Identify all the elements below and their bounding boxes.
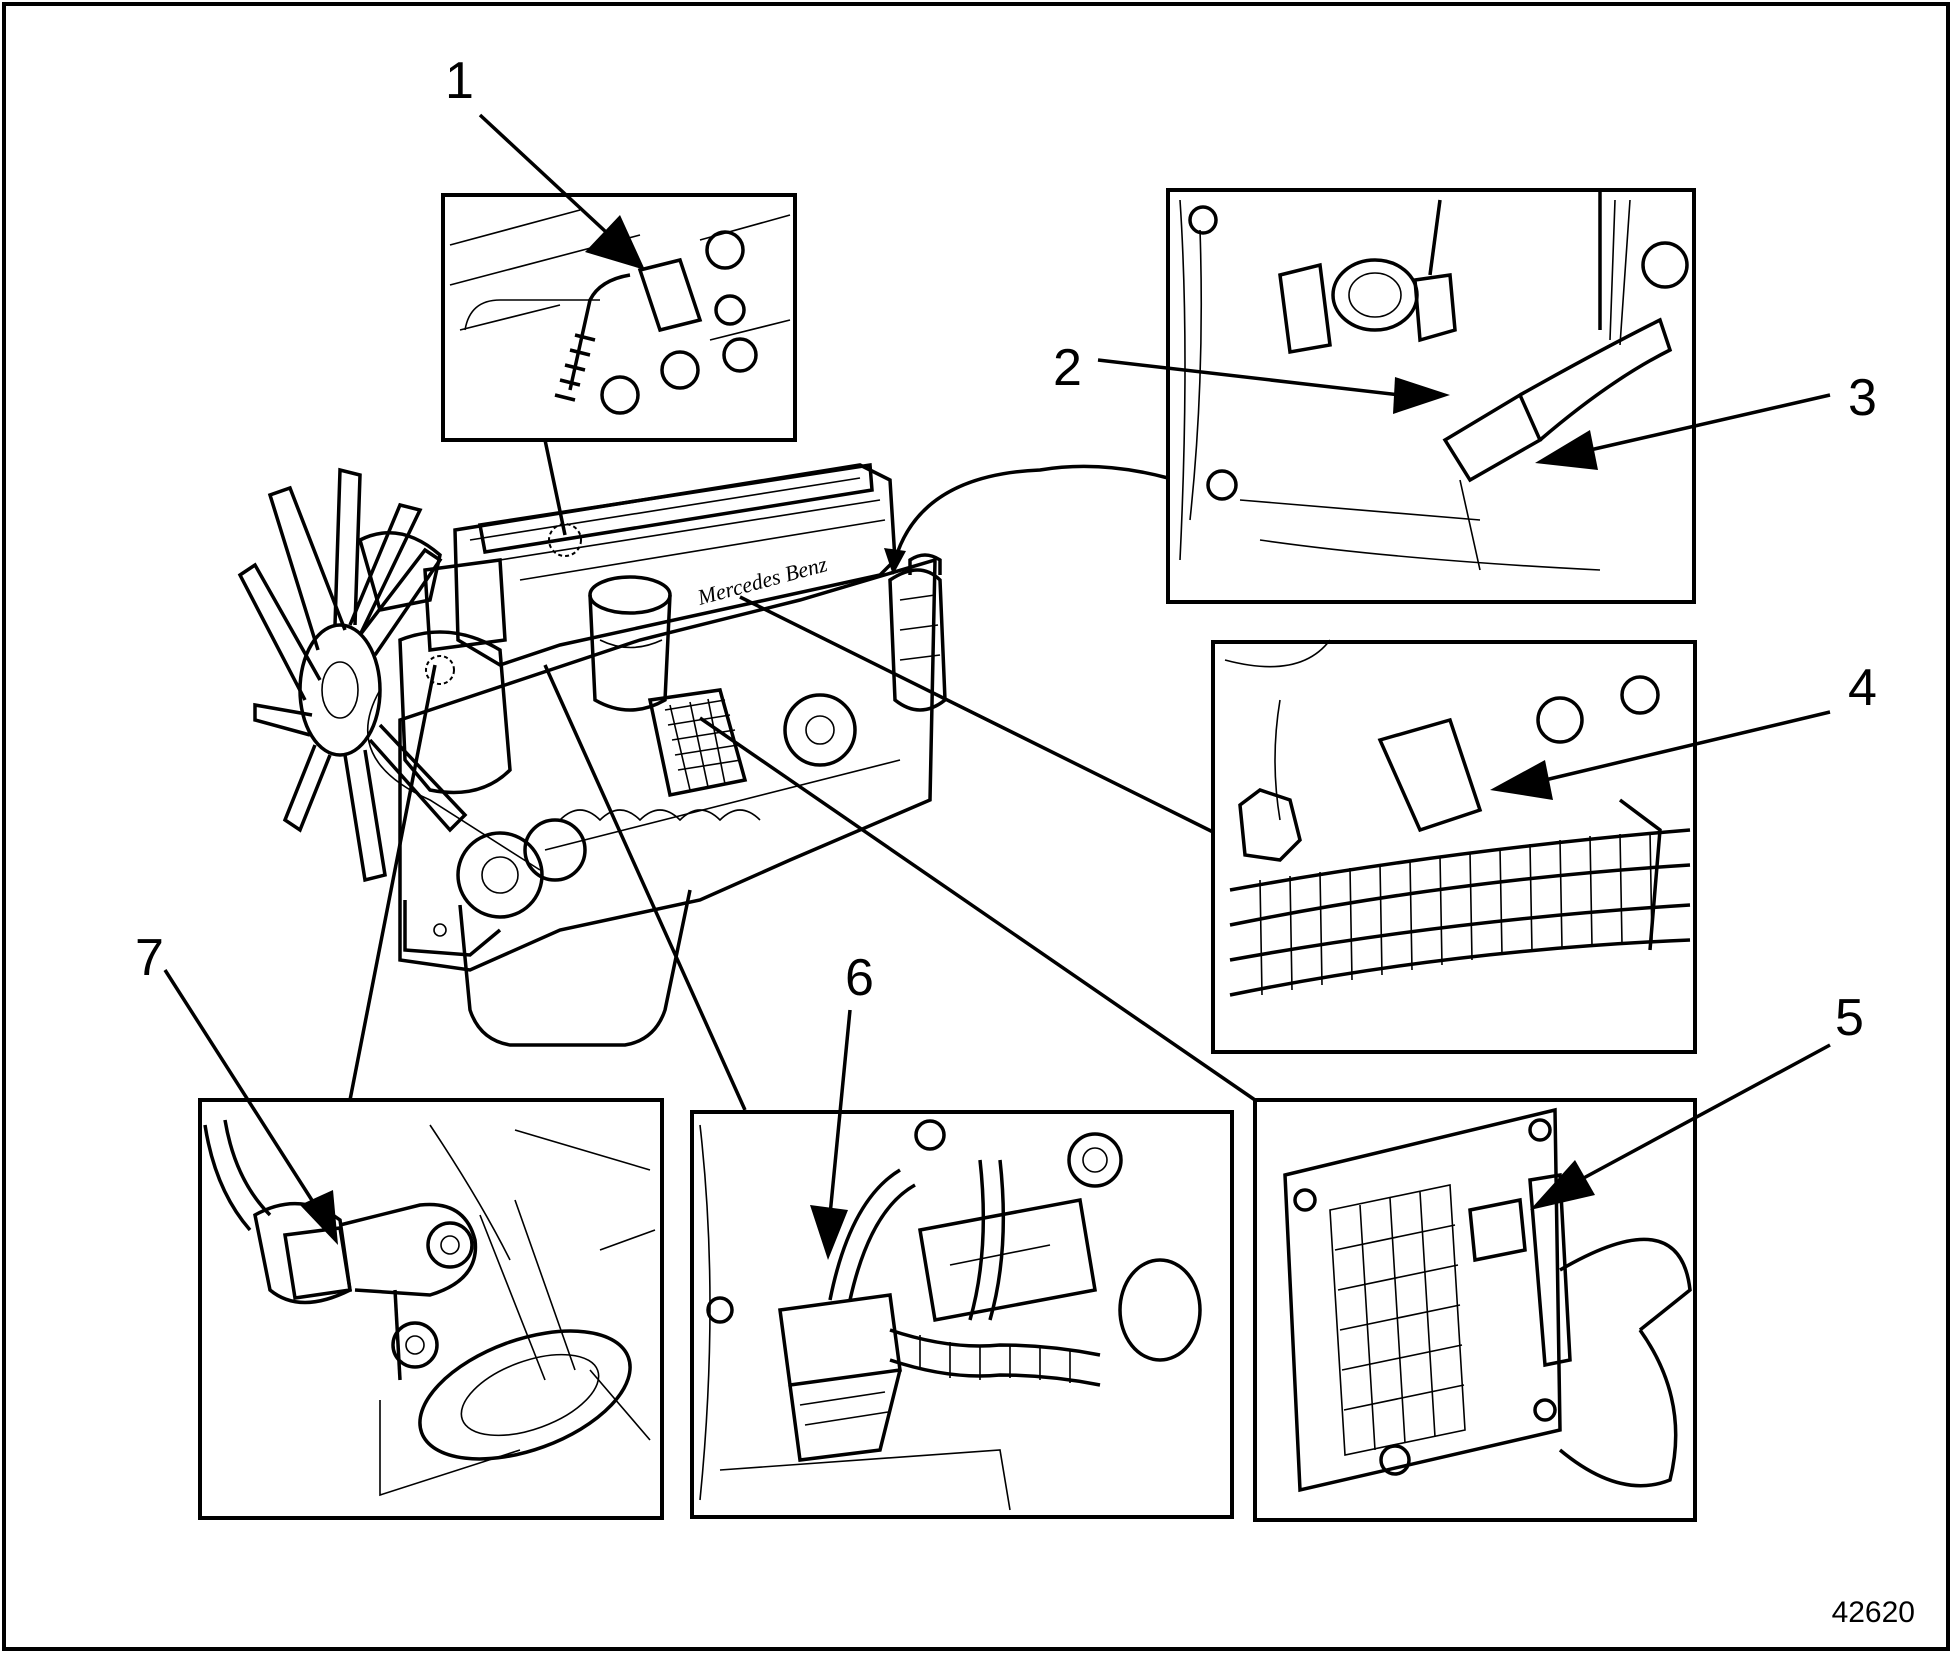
detail-panel-4 [1211, 639, 1831, 1054]
callout-1: 1 [445, 52, 474, 110]
callout-5: 5 [1835, 989, 1864, 1047]
control-unit-grille [1329, 1184, 1466, 1456]
callout-labels: 1 2 3 4 5 6 7 [135, 52, 1877, 1047]
detail-panel-5 [1253, 1043, 1831, 1522]
leader-lines [348, 439, 1256, 1111]
detail-panel-6 [690, 1009, 1234, 1519]
wiring-harness [1229, 798, 1691, 997]
detail-panel-7 [163, 969, 664, 1520]
fan [237, 467, 468, 883]
sensor-body [778, 1293, 902, 1462]
callout-6: 6 [845, 949, 874, 1007]
detail-panel-1 [441, 113, 797, 442]
detail-panel-2-3 [1097, 188, 1831, 604]
figure-number: 42620 [1832, 1596, 1915, 1629]
callout-4: 4 [1848, 659, 1877, 717]
callout-3: 3 [1848, 369, 1877, 427]
callout-2: 2 [1053, 339, 1082, 397]
corrugated-harness [828, 1159, 1101, 1387]
callout-7: 7 [135, 929, 164, 987]
